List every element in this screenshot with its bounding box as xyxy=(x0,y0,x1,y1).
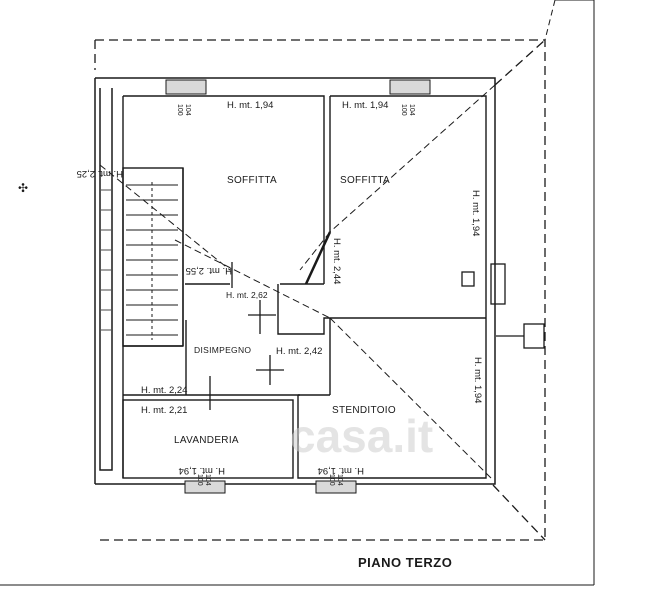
room-stenditoio: STENDITOIO xyxy=(332,405,396,416)
room-soffitta-right: SOFFITTA xyxy=(340,175,390,186)
room-disimpegno: DISIMPEGNO xyxy=(194,345,251,355)
window-bottom-right: 100 104 xyxy=(315,474,357,494)
room-lavanderia: LAVANDERIA xyxy=(174,435,239,446)
height-soffitta-left: H. mt. 1,94 xyxy=(227,100,273,111)
window-bottom-left: 100 104 xyxy=(184,474,226,494)
height-lavanderia-top: H. mt. 2,21 xyxy=(141,405,187,416)
roof-outline xyxy=(94,39,546,541)
window-top-left-h: 104 xyxy=(184,104,191,116)
height-right-lower: H. mt. 1,94 xyxy=(472,357,483,403)
height-lavanderia-bottom: H. mt. 1,94 xyxy=(179,465,225,476)
window-bottom-right-w: 100 xyxy=(328,474,335,486)
height-hall: H. mt. 2,24 xyxy=(141,385,187,396)
height-center-a: H. mt. 2,55 xyxy=(186,265,232,276)
exterior-ladder xyxy=(101,189,111,331)
window-top-left-w: 100 xyxy=(176,104,183,116)
interior-walls xyxy=(122,95,487,479)
center-marks xyxy=(209,262,545,410)
height-disimpegno: H. mt. 2,42 xyxy=(276,346,322,357)
height-soffitta-right: H. mt. 1,94 xyxy=(342,100,388,111)
staircase xyxy=(126,182,178,340)
plan-title: PIANO TERZO xyxy=(358,555,452,570)
height-stair: H. mt. 2,25 xyxy=(77,168,123,179)
window-bottom-left-h: 104 xyxy=(204,474,211,486)
sheet-border xyxy=(0,0,595,586)
window-top-right-h: 104 xyxy=(408,104,415,116)
margin-mark: ✣ xyxy=(18,181,28,195)
height-center-b: H. mt. 2,62 xyxy=(226,290,268,300)
height-stenditoio-bottom: H. mt. 1,94 xyxy=(318,465,364,476)
window-top-left: 100 104 xyxy=(165,79,207,116)
height-center-diag: H. mt. 2,44 xyxy=(331,238,342,284)
room-soffitta-left: SOFFITTA xyxy=(227,175,277,186)
window-top-right-w: 100 xyxy=(400,104,407,116)
window-top-right: 100 104 xyxy=(389,79,431,116)
window-bottom-right-h: 104 xyxy=(336,474,343,486)
roof-ridges xyxy=(99,84,496,481)
window-bottom-left-w: 100 xyxy=(196,474,203,486)
watermark: casa.it xyxy=(290,410,433,462)
height-right-upper: H. mt. 1,94 xyxy=(470,190,481,236)
exterior-walls xyxy=(94,77,496,485)
